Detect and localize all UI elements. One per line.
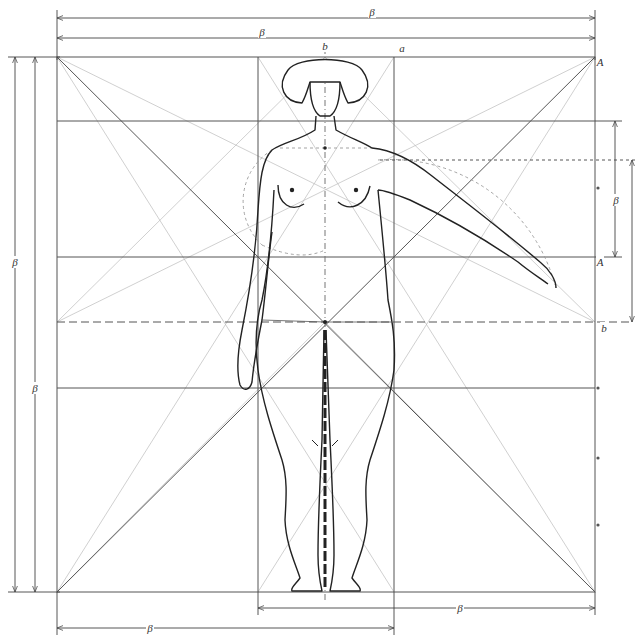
- tick-dots: [596, 186, 599, 526]
- arm-arc: [243, 148, 555, 285]
- dimension-lines: [8, 10, 636, 635]
- anatomy-dots: [290, 146, 358, 324]
- dimension-letter: A: [596, 56, 605, 68]
- dimension-letter: β: [146, 622, 153, 634]
- dimension-letter: A: [596, 256, 605, 268]
- dimension-letter: a: [398, 42, 406, 54]
- dimension-letter: β: [612, 194, 619, 206]
- female-figure: [238, 60, 556, 592]
- construction-rays: [57, 57, 595, 592]
- dimension-letter: b: [321, 40, 329, 52]
- square-grid: [57, 48, 633, 600]
- dimension-letter: β: [11, 256, 18, 268]
- dimension-letter: β: [456, 602, 463, 614]
- dimension-letter: β: [368, 6, 375, 18]
- dimension-letter: β: [31, 382, 38, 394]
- dimension-letter: b: [600, 322, 608, 334]
- dimension-letter: β: [258, 26, 265, 38]
